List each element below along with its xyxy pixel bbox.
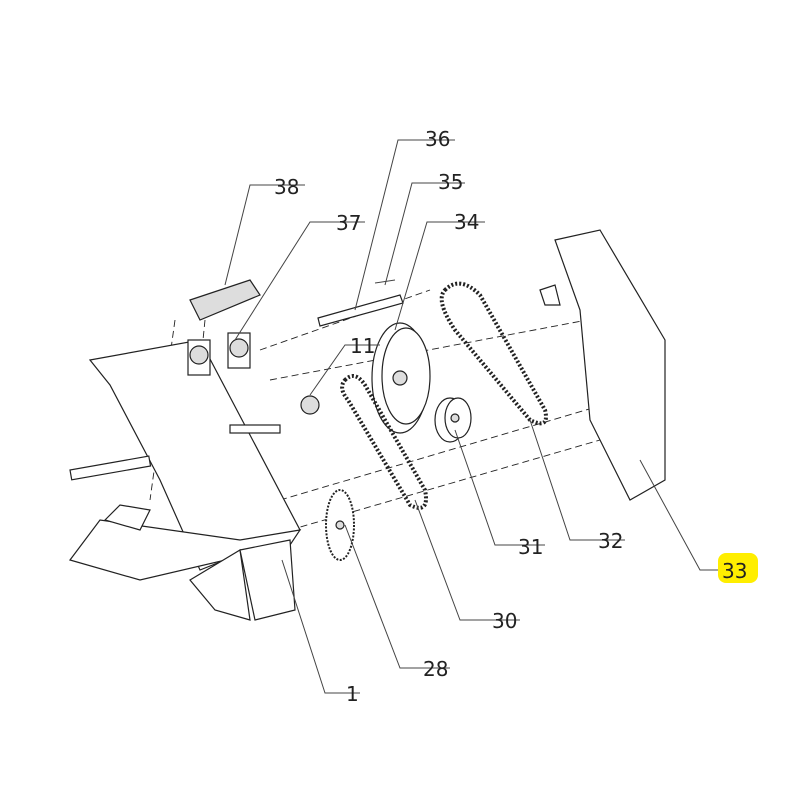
leader-lines: [224, 139, 720, 694]
small-pulley-part: [434, 397, 472, 443]
part-label-32: 32: [598, 529, 623, 553]
highlight-marker: [718, 553, 758, 583]
part-label-1: 1: [346, 682, 359, 706]
chain-part: [340, 374, 428, 510]
part-label-33: 33: [722, 559, 747, 583]
part-label-37: 37: [336, 211, 361, 235]
large-sprocket-part: [325, 489, 355, 561]
large-pulley-part: [371, 322, 431, 434]
part-label-11: 11: [350, 334, 375, 358]
part-label-31: 31: [518, 535, 543, 559]
pillow-block-part: [187, 332, 251, 376]
frame-part: [68, 339, 302, 621]
part-label-30: 30: [492, 609, 517, 633]
v-belt-part: [439, 281, 548, 426]
part-label-28: 28: [423, 657, 448, 681]
part-label-34: 34: [454, 210, 479, 234]
bearing-cover-part: [189, 279, 261, 321]
part-label-38: 38: [274, 175, 299, 199]
belt-guard-part: [539, 229, 666, 501]
part-label-35: 35: [438, 170, 463, 194]
small-sprocket-part: [300, 395, 320, 415]
part-label-36: 36: [425, 127, 450, 151]
